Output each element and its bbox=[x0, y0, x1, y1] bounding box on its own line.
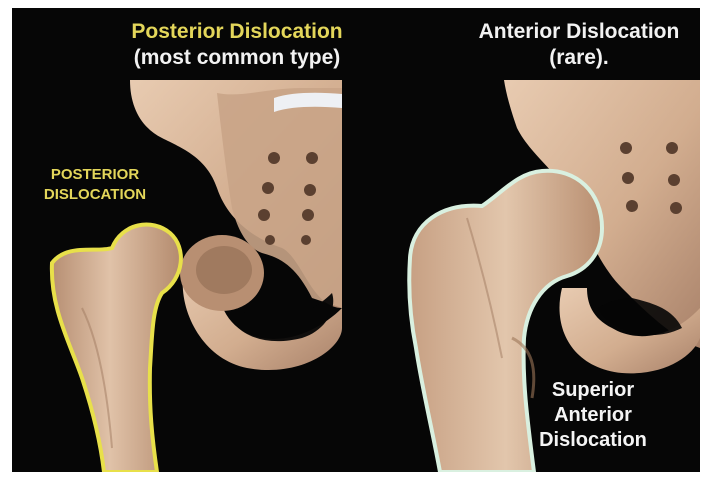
posterior-label-line2: DISLOCATION bbox=[20, 185, 170, 205]
superior-label-line1: Superior bbox=[518, 378, 668, 403]
posterior-label-line1: POSTERIOR bbox=[20, 165, 170, 185]
left-pelvis bbox=[130, 80, 342, 370]
left-femur bbox=[52, 225, 181, 472]
posterior-subtitle: (most common type) bbox=[112, 46, 362, 70]
illustration-frame: Posterior Dislocation (most common type)… bbox=[12, 8, 700, 472]
posterior-femur-outline bbox=[52, 225, 181, 472]
superior-label-line3: Dislocation bbox=[518, 428, 668, 453]
superior-label-line2: Anterior bbox=[518, 403, 668, 428]
posterior-dislocation-label: POSTERIOR DISLOCATION bbox=[20, 165, 170, 205]
posterior-title: Posterior Dislocation bbox=[112, 20, 362, 44]
anterior-title: Anterior Dislocation bbox=[464, 20, 694, 44]
anterior-subtitle: (rare). bbox=[464, 46, 694, 70]
superior-anterior-label: Superior Anterior Dislocation bbox=[518, 378, 668, 453]
